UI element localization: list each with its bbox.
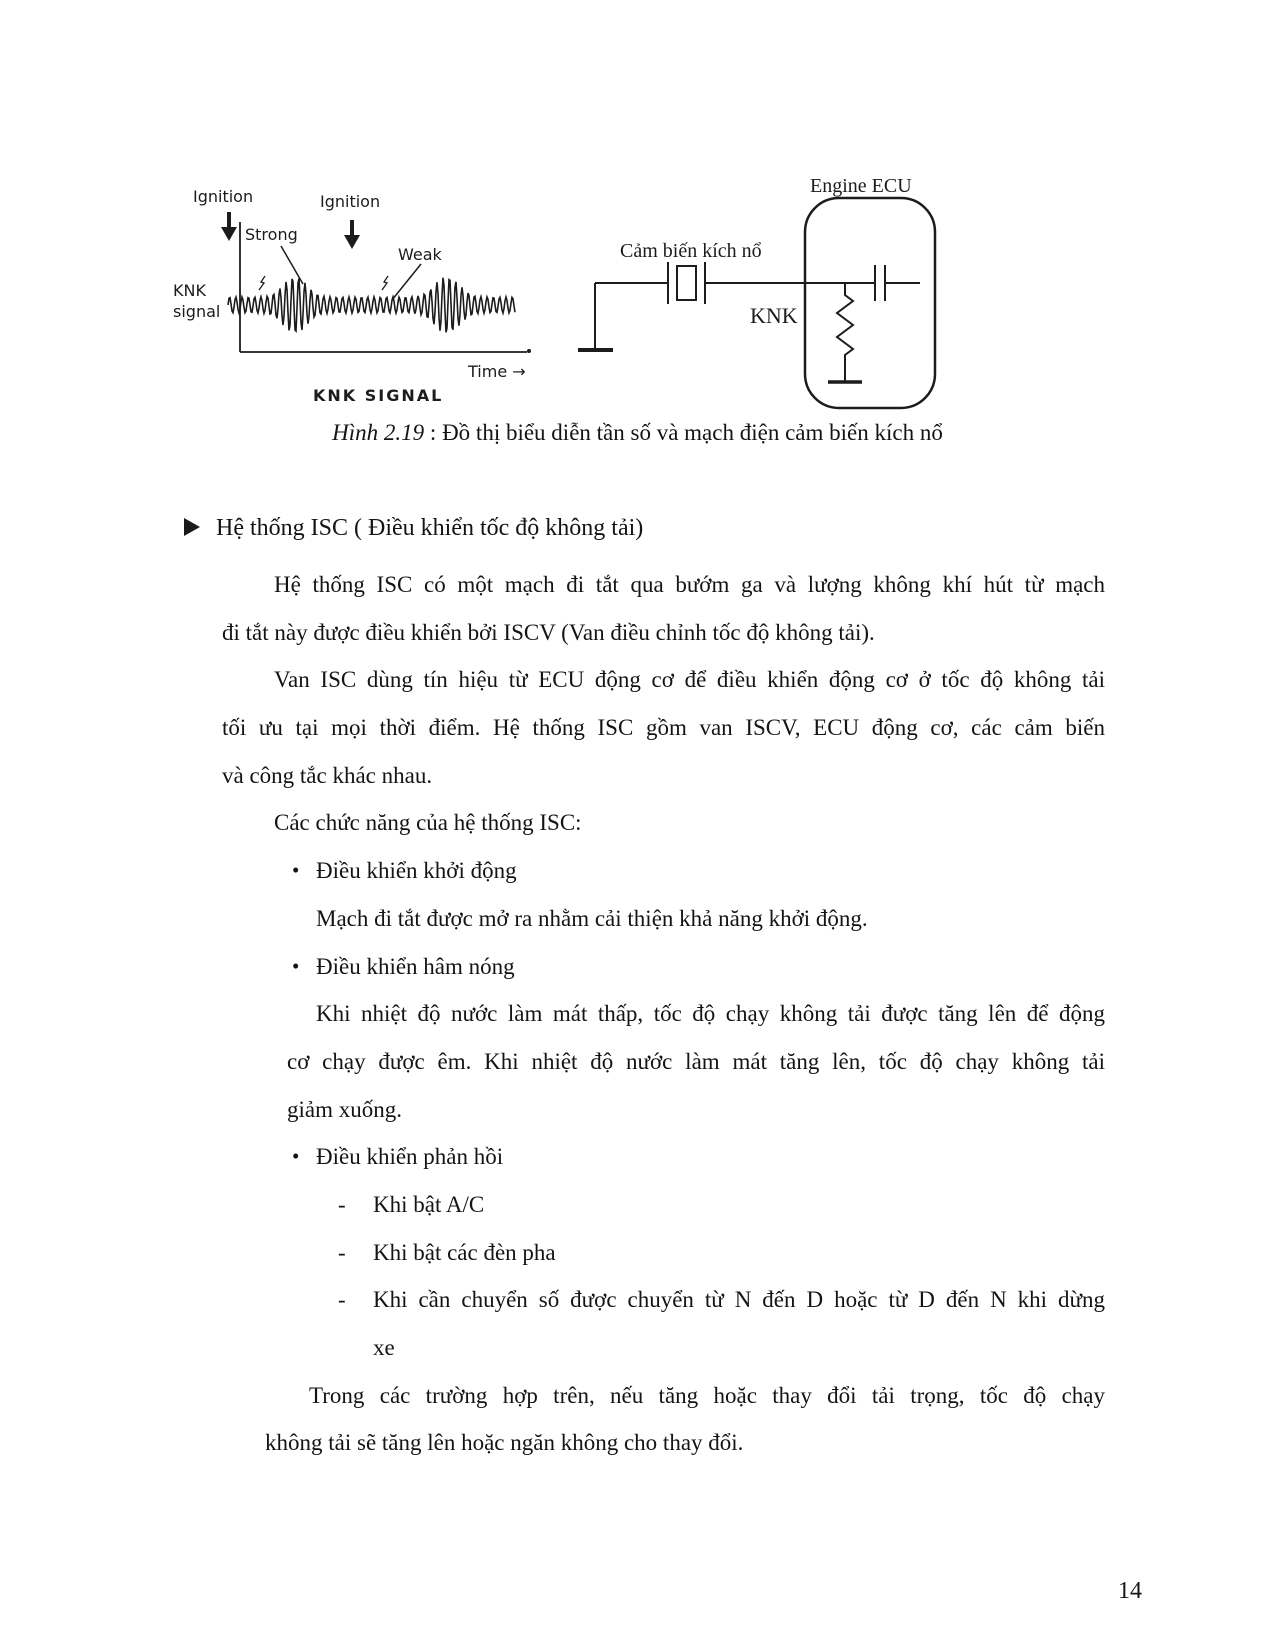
bullet-marker: • (292, 953, 300, 978)
text-line-content: Hệ thống ISC có một mạch đi tắt qua bướm… (274, 572, 1105, 597)
text-line-content: cơ chạy được êm. Khi nhiệt độ nước làm m… (287, 1048, 1105, 1074)
text-line: không tải sẽ tăng lên hoặc ngăn không ch… (222, 1419, 1105, 1467)
knock-sensor-symbol-icon (667, 262, 706, 304)
text-line-content: Khi cần chuyển số được chuyển từ N đến D… (373, 1287, 1105, 1313)
page-number: 14 (1118, 1578, 1142, 1604)
text-line: và công tắc khác nhau. (222, 752, 1105, 800)
text-line: Khi nhiệt độ nước làm mát thấp, tốc độ c… (222, 990, 1105, 1038)
text-line: Hệ thống ISC có một mạch đi tắt qua bướm… (222, 561, 1105, 609)
knk-signal-chart (221, 212, 531, 353)
bullet-marker: • (292, 1144, 300, 1169)
text-line-content: xe (373, 1335, 395, 1360)
dash-marker: - (338, 1191, 346, 1217)
ignition-label-2: Ignition (320, 192, 380, 211)
text-line: - Khi cần chuyển số được chuyển từ N đến … (222, 1276, 1105, 1324)
knock-mark-icon (381, 275, 389, 291)
ecu-box (803, 196, 937, 410)
knk-signal-label: KNK (750, 303, 798, 328)
text-line-content: Các chức năng của hệ thống ISC: (274, 810, 582, 836)
knock-mark-icon (258, 275, 266, 291)
text-line: Van ISC dùng tín hiệu từ ECU động cơ để … (222, 656, 1105, 704)
text-line-content: Điều khiển khởi động (316, 858, 517, 884)
resistor-symbol-icon (828, 283, 862, 384)
y-axis-label-line1: KNK (173, 281, 206, 300)
body-lines: Hệ thống ISC có một mạch đi tắt qua bướm… (222, 561, 1105, 1467)
text-line: • Điều khiển khởi động (222, 847, 1105, 895)
text-line-content: Khi nhiệt độ nước làm mát thấp, tốc độ c… (316, 1001, 1105, 1027)
figure-caption: Hình 2.19 : Đồ thị biểu diễn tần số và m… (0, 420, 1275, 446)
ignition-label-1: Ignition (193, 187, 253, 206)
text-line-content: Khi bật các đèn pha (373, 1239, 556, 1265)
figure-2-19: Ignition Ignition Strong Weak KNK signal… (165, 160, 965, 440)
dash-marker: - (338, 1287, 346, 1313)
chart-caption: KNK SIGNAL (313, 386, 443, 405)
knock-sensor-circuit (578, 196, 937, 410)
text-line-content: Trong các trường hợp trên, nếu tăng hoặc… (309, 1382, 1105, 1408)
text-line-content: Điều khiển hâm nóng (316, 953, 515, 979)
text-line-content: không tải sẽ tăng lên hoặc ngăn không ch… (265, 1430, 744, 1456)
weak-pointer-line (391, 263, 422, 301)
text-line-content: giảm xuống. (287, 1096, 402, 1122)
text-line: đi tắt này được điều khiển bởi ISCV (Van… (222, 609, 1105, 657)
text-line: cơ chạy được êm. Khi nhiệt độ nước làm m… (222, 1038, 1105, 1086)
text-line: - Khi bật các đèn pha (222, 1229, 1105, 1277)
text-line: • Điều khiển phản hồi (222, 1133, 1105, 1181)
text-line: xe (222, 1324, 1105, 1372)
capacitor-symbol-icon (874, 265, 920, 301)
text-line: • Điều khiển hâm nóng (222, 943, 1105, 991)
text-line-content: và công tắc khác nhau. (222, 762, 433, 788)
bullet-marker: • (292, 858, 300, 883)
strong-label: Strong (245, 225, 298, 244)
text-line: Trong các trường hợp trên, nếu tăng hoặc… (222, 1372, 1105, 1420)
heading-arrow-icon (184, 518, 200, 536)
section-heading: Hệ thống ISC ( Điều khiển tốc độ không t… (184, 504, 643, 552)
text-line-content: Điều khiển phản hồi (316, 1144, 504, 1170)
ecu-label: Engine ECU (810, 175, 912, 197)
strong-pointer-line (280, 245, 304, 285)
x-axis-tip (527, 349, 531, 353)
text-line-content: Khi bật A/C (373, 1191, 485, 1217)
dash-marker: - (338, 1239, 346, 1265)
knk-waveform (227, 277, 516, 334)
knock-sensor-label: Cảm biến kích nổ (620, 240, 762, 262)
text-line-content: đi tắt này được điều khiển bởi ISCV (Van… (222, 619, 875, 645)
section-heading-text: Hệ thống ISC ( Điều khiển tốc độ không t… (216, 515, 644, 541)
text-line: Mạch đi tắt được mở ra nhằm cải thiện kh… (222, 895, 1105, 943)
text-line: Các chức năng của hệ thống ISC: (222, 799, 1105, 847)
ignition-arrow-1-icon (221, 212, 237, 241)
text-line: tối ưu tại mọi thời điểm. Hệ thống ISC g… (222, 704, 1105, 752)
text-line: - Khi bật A/C (222, 1181, 1105, 1229)
figure-caption-text: Đồ thị biểu diễn tần số và mạch điện cảm… (442, 420, 943, 445)
ignition-arrow-2-icon (344, 220, 360, 249)
x-axis-label: Time → (467, 362, 526, 381)
text-line: giảm xuống. (222, 1086, 1105, 1134)
text-line-content: Mạch đi tắt được mở ra nhằm cải thiện kh… (316, 905, 868, 931)
text-line-content: tối ưu tại mọi thời điểm. Hệ thống ISC g… (222, 715, 1105, 741)
figure-caption-label: Hình 2.19 (332, 420, 425, 445)
figure-caption-sep: : (424, 420, 443, 445)
y-axis-label-line2: signal (173, 302, 220, 321)
weak-label: Weak (398, 245, 443, 264)
text-line-content: Van ISC dùng tín hiệu từ ECU động cơ để … (274, 667, 1105, 693)
